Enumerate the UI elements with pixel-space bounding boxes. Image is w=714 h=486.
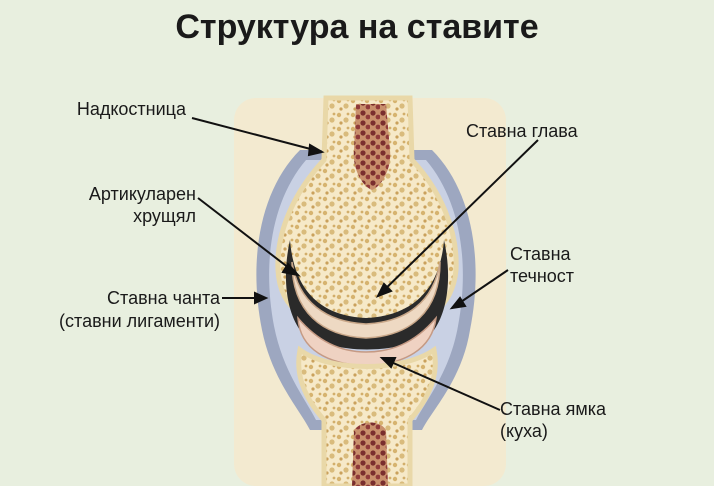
label-joint-capsule-line2: (ставни лигаменти) (59, 311, 220, 331)
pointer-cartilage (197, 197, 299, 276)
label-synovial-fluid-line1: Ставна (510, 244, 571, 264)
lower-marrow (352, 422, 388, 486)
label-joint-head: Ставна глава (466, 121, 578, 141)
label-periosteum: Надкостница (76, 99, 186, 119)
articular-cartilage (291, 261, 441, 339)
lower-bone (296, 345, 438, 486)
pointer-periosteum (191, 117, 323, 153)
pointer-socket (381, 357, 501, 411)
label-joint-socket-line2: (куха) (500, 421, 548, 441)
pointer-head (377, 139, 539, 297)
label-synovial-fluid-line2: течност (510, 266, 575, 286)
diagram-title: Структура на ставите (175, 8, 539, 46)
label-joint-socket-line1: Ставна ямка (500, 399, 606, 419)
label-articular-cartilage-line2: хрущял (133, 206, 196, 226)
upper-marrow (353, 104, 391, 190)
socket-cartilage (297, 315, 438, 367)
label-articular-cartilage-line1: Артикуларен (88, 184, 196, 204)
label-joint-capsule-line1: Ставна чанта (107, 288, 220, 308)
